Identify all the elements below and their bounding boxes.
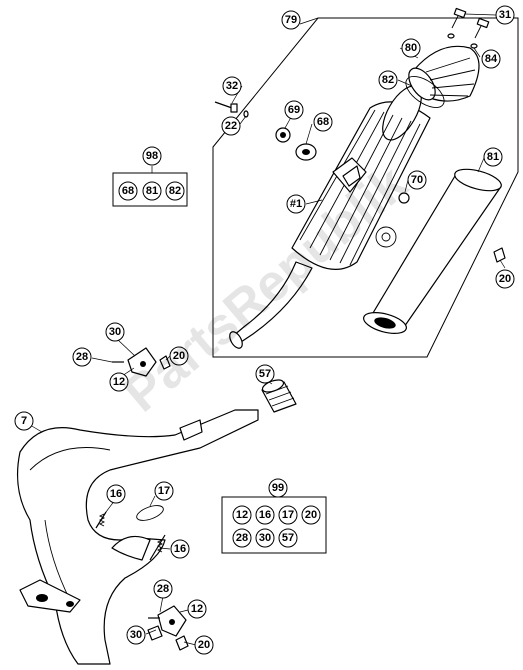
callout-22: 22 <box>221 116 241 136</box>
svg-text:82: 82 <box>169 185 181 197</box>
callout-20-upper-bracket: 20 <box>169 346 189 366</box>
svg-text:98: 98 <box>146 150 158 162</box>
callout-17: 17 <box>154 481 174 501</box>
springs <box>95 511 166 561</box>
svg-text:17: 17 <box>282 509 294 521</box>
gear-icon <box>375 226 397 248</box>
svg-text:30: 30 <box>130 629 142 641</box>
svg-text:28: 28 <box>157 583 169 595</box>
silencer-body <box>291 85 431 270</box>
svg-text:82: 82 <box>382 74 394 86</box>
svg-text:20: 20 <box>198 639 210 651</box>
svg-text:17: 17 <box>158 485 170 497</box>
callout-68: 68 <box>313 112 333 132</box>
svg-text:69: 69 <box>288 104 300 116</box>
svg-text:79: 79 <box>285 14 297 26</box>
upper-bracket <box>112 347 171 377</box>
callout-12-lower: 12 <box>187 599 207 619</box>
callout-30: 30 <box>105 322 125 342</box>
callout-79: 79 <box>281 10 301 30</box>
kit-99-item-57: 57 <box>278 528 298 548</box>
callout-1: #1 <box>286 194 306 214</box>
callout-32: 32 <box>222 76 242 96</box>
callout-98: 98 <box>142 146 162 166</box>
clip-upper <box>493 247 506 263</box>
svg-text:12: 12 <box>113 376 125 388</box>
callout-7: 7 <box>14 411 34 431</box>
callouts: 79 31 80 84 82 32 22 69 68 81 70 #1 20 9… <box>14 5 515 655</box>
svg-text:81: 81 <box>487 151 499 163</box>
svg-text:28: 28 <box>76 351 88 363</box>
svg-text:68: 68 <box>317 116 329 128</box>
kit-99-item-12: 12 <box>232 505 252 525</box>
svg-text:81: 81 <box>146 185 158 197</box>
svg-text:30: 30 <box>109 326 121 338</box>
svg-text:#1: #1 <box>290 198 302 210</box>
callout-99: 99 <box>268 478 288 498</box>
svg-text:22: 22 <box>225 120 237 132</box>
end-cap-screws <box>447 7 490 49</box>
callout-20-lower: 20 <box>194 635 214 655</box>
svg-text:7: 7 <box>21 415 27 427</box>
o-ring <box>136 505 164 521</box>
callout-30-lower: 30 <box>126 625 146 645</box>
callout-82: 82 <box>378 70 398 90</box>
callout-31: 31 <box>495 5 515 25</box>
callout-70: 70 <box>407 170 427 190</box>
svg-text:20: 20 <box>173 350 185 362</box>
end-cap-gasket <box>405 76 445 108</box>
end-cap <box>408 45 480 102</box>
kit-99-item-16: 16 <box>255 505 275 525</box>
svg-text:16: 16 <box>259 509 271 521</box>
callout-80: 80 <box>401 38 421 58</box>
silencer-sleeve <box>363 168 502 334</box>
mount-screw <box>214 101 249 118</box>
washer-70 <box>398 192 410 204</box>
svg-text:70: 70 <box>411 174 423 186</box>
svg-text:20: 20 <box>305 509 317 521</box>
callout-12: 12 <box>109 372 129 392</box>
svg-text:32: 32 <box>226 80 238 92</box>
callout-81: 81 <box>483 147 503 167</box>
kit-99-item-17: 17 <box>278 505 298 525</box>
svg-text:57: 57 <box>259 368 271 380</box>
callout-28: 28 <box>72 347 92 367</box>
callout-16-lower: 16 <box>170 539 190 559</box>
kit-98-item-81: 81 <box>142 181 162 201</box>
svg-text:12: 12 <box>191 603 203 615</box>
kit-99-item-20: 20 <box>301 505 321 525</box>
callout-20: 20 <box>495 269 515 289</box>
svg-text:84: 84 <box>485 53 498 65</box>
svg-text:16: 16 <box>110 488 122 500</box>
kit-99-item-30: 30 <box>255 528 275 548</box>
kit-98-box <box>112 172 188 207</box>
callout-84: 84 <box>481 49 501 69</box>
svg-text:28: 28 <box>236 532 248 544</box>
silencer-inlet-pipe <box>229 261 313 349</box>
exhaust-header-pipe <box>16 409 259 665</box>
callout-57: 57 <box>255 364 275 384</box>
callout-28-lower: 28 <box>153 579 173 599</box>
lower-bracket <box>147 605 189 651</box>
kit-99-box <box>221 496 327 554</box>
rubber-grommets <box>275 127 317 161</box>
svg-text:68: 68 <box>122 185 134 197</box>
svg-text:80: 80 <box>405 42 417 54</box>
kit-98-item-82: 82 <box>165 181 185 201</box>
svg-text:31: 31 <box>499 9 511 21</box>
svg-text:20: 20 <box>499 273 511 285</box>
svg-text:99: 99 <box>272 482 284 494</box>
kit-99-item-28: 28 <box>232 528 252 548</box>
svg-text:30: 30 <box>259 532 271 544</box>
exhaust-rubber-sleeve <box>261 379 297 413</box>
callout-16: 16 <box>106 484 126 504</box>
svg-text:16: 16 <box>174 543 186 555</box>
svg-text:57: 57 <box>282 532 294 544</box>
kit-98-item-68: 68 <box>118 181 138 201</box>
svg-text:12: 12 <box>236 509 248 521</box>
callout-69: 69 <box>284 100 304 120</box>
